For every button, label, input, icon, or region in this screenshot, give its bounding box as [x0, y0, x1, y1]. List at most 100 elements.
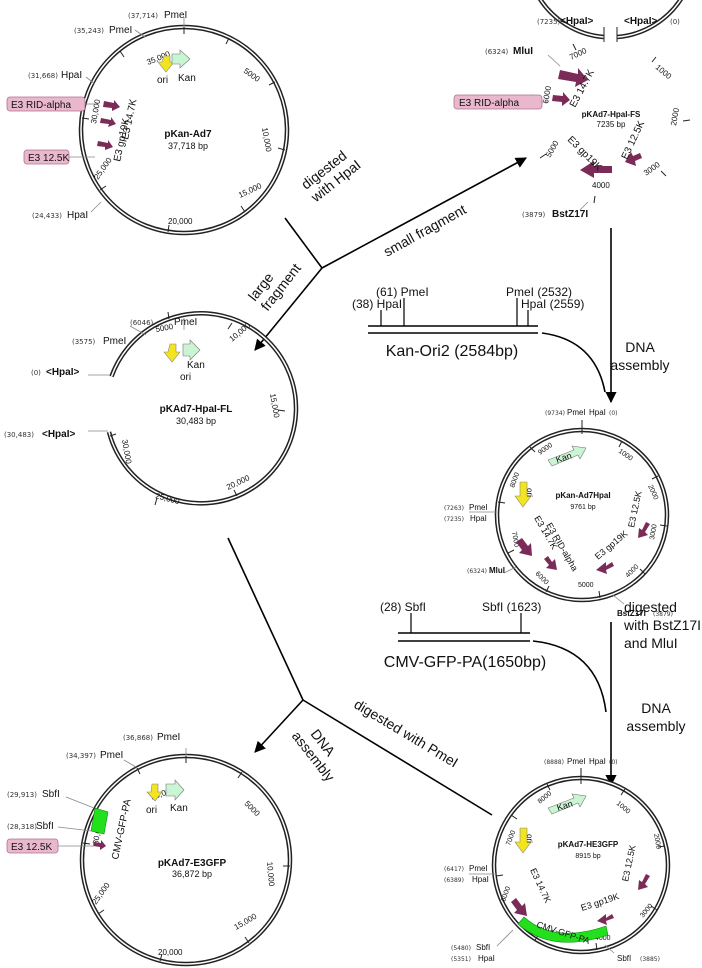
tick-label: 1000: [617, 448, 634, 463]
tick-label: 7000: [510, 531, 520, 548]
site-label: SbfI (1623): [482, 600, 541, 614]
site-label: (38) HpaI: [352, 297, 402, 311]
line: with BstZ17I: [623, 617, 701, 633]
callout-e3-12-5k: E3 12.5K: [28, 153, 69, 164]
site-name: PmeI: [103, 336, 126, 347]
plasmid-name: pKan-Ad7HpaI: [555, 491, 610, 500]
e3-12-5k-feature: [638, 874, 650, 890]
e3-14-7k-feature: [511, 898, 527, 916]
plasmid-pkad7-he3gfp: 1000 2000 3000 4000 5000 6000 7000 8000 …: [444, 757, 671, 963]
callout-box: [6, 838, 59, 854]
cmv-gfp-pa-feature: [90, 807, 109, 835]
label-large-fragment: largefragment: [245, 250, 304, 313]
site-name: PmeI: [567, 757, 586, 766]
site-position: (29,913): [7, 791, 37, 799]
plasmid-name: pKAd7-HpaI-FL: [160, 404, 233, 415]
e3-12-5k-feature: [625, 152, 642, 166]
ori-label: ori: [525, 488, 534, 497]
tick-label: 25,000: [92, 155, 114, 181]
plasmid-name: pKAd7-HpaI-FS: [582, 110, 641, 119]
site-name: HpaI: [470, 514, 487, 523]
site-position: (34,397): [66, 752, 96, 760]
ori-label: ori: [525, 834, 534, 843]
tick-label: 1000: [654, 63, 674, 82]
cmv-gfp-pa-feature: [517, 916, 609, 943]
e3-12-5k-feature: [93, 840, 106, 850]
plasmid-pkan-ad7hpai: 1000 2000 3000 4000 5000 6000 7000 8000 …: [444, 408, 673, 618]
callout-box: [23, 149, 70, 165]
assembly-branch-2: [532, 622, 617, 787]
site-label: (61) PmeI: [376, 285, 429, 299]
fragment-kan-ori2: (61) PmeI PmeI (2532) (38) HpaI HpaI (25…: [352, 285, 584, 360]
tick-label: 5000: [242, 66, 262, 84]
tick-label: 4000: [595, 935, 611, 942]
fragment-label: CMV-GFP-PA(1650bp): [384, 654, 546, 671]
tick-label: 9000: [537, 442, 554, 457]
plasmid-pkad7-e3gfp: 35,000 5000 10,000 15,000 20,000 25,000 …: [6, 732, 293, 967]
site-name: PmeI: [469, 864, 488, 873]
assembly-branch-1: [541, 228, 617, 404]
tick-label: 30,000: [89, 98, 102, 124]
ori-label: ori: [180, 372, 191, 383]
tick-label: 8000: [537, 790, 554, 805]
label-digested-hpai: digestedwith HpaI: [297, 144, 363, 206]
site-name: HpaI: [589, 757, 606, 766]
ori-feature: [163, 343, 181, 363]
fragment-cmv-gfp-pa: (28) SbfI SbfI (1623) CMV-GFP-PA(1650bp): [380, 600, 546, 671]
callout-box: [6, 96, 86, 112]
e3-rid-alpha-feature: [103, 100, 120, 111]
kan-feature: [547, 793, 587, 815]
site-position: (9734): [545, 410, 565, 417]
site-name: PmeI: [157, 732, 180, 743]
callout-e3-rid-alpha: E3 RID-alpha: [459, 98, 519, 109]
ori-label: ori: [157, 75, 168, 86]
kan-label: Kan: [187, 360, 205, 371]
site-name: PmeI: [567, 408, 586, 417]
site-name: SbfI: [36, 821, 54, 832]
e3-12-5k-label: E3 12.5K: [626, 490, 643, 528]
site-position: (3575): [72, 338, 96, 346]
plasmid-size: 36,872 bp: [172, 869, 212, 879]
site-position: (6417): [444, 866, 464, 873]
tick-label: 25,000: [90, 880, 112, 906]
site-position: (7263): [444, 505, 464, 512]
site-position: (35,243): [74, 27, 104, 35]
tick-label: 15,000: [268, 393, 281, 419]
e3-rid-alpha-feature: [552, 92, 570, 106]
site-position: (5480): [451, 945, 471, 952]
tick-label: 7000: [568, 46, 588, 62]
site-name: BstZ17I: [552, 209, 588, 220]
tick-label: 5000: [544, 139, 561, 159]
site-name: PmeI: [109, 25, 132, 36]
site-position: (5351): [451, 956, 471, 963]
line: digested: [624, 599, 677, 615]
label-small-fragment: small fragment: [381, 201, 469, 260]
site-position: (30,483): [4, 431, 34, 439]
site-name: PmeI: [164, 10, 187, 21]
e3-12-5k-feature: [638, 522, 650, 538]
site-position: (37,714): [128, 12, 158, 20]
tick-label: 3000: [642, 160, 662, 178]
kan-feature: [171, 49, 191, 69]
site-name: HpaI: [589, 408, 606, 417]
line: assembly: [626, 718, 685, 734]
tick-label: 2000: [646, 484, 659, 501]
site-position: (24,433): [32, 212, 62, 220]
tick-label: 2000: [652, 833, 662, 850]
label-dna-assembly: DNAassembly: [289, 718, 351, 784]
site-label: HpaI (2559): [521, 297, 584, 311]
tick-label: 8000: [509, 472, 521, 489]
kan-label: Kan: [556, 798, 574, 812]
digestion-branch-pmei: [227, 537, 493, 816]
site-name: <HpaI>: [560, 16, 594, 27]
cmv-gfp-pa-label: CMV-GFP-PA: [110, 798, 134, 861]
site-position: (6046): [130, 319, 154, 327]
tick-label: 5000: [578, 582, 594, 589]
plasmid-size: 9761 bp: [570, 504, 595, 511]
site-name: <HpaI>: [624, 16, 658, 27]
site-position: (3879): [653, 611, 673, 618]
line: DNA: [625, 339, 655, 355]
